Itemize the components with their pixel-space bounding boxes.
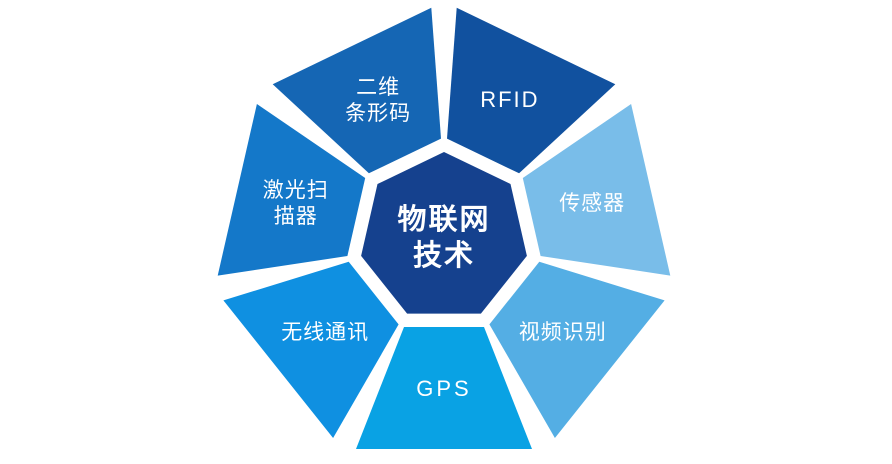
segment-传感器 [522, 104, 671, 276]
segment-label-传感器: 传感器 [559, 192, 625, 215]
segment-label-二维条形码: 条形码 [345, 102, 411, 125]
segment-label-激光扫描器: 激光扫 [263, 179, 329, 202]
segment-二维条形码 [272, 7, 441, 174]
segment-label-无线通讯: 无线通讯 [281, 321, 369, 344]
segment-激光扫描器 [217, 104, 366, 276]
segment-label-GPS: GPS [416, 376, 471, 401]
segment-视频识别 [489, 261, 665, 438]
center-heptagon [361, 152, 527, 314]
segment-无线通讯 [223, 261, 399, 438]
segment-GPS [356, 327, 532, 449]
segment-RFID [447, 7, 616, 174]
segment-label-RFID: RFID [480, 87, 539, 112]
center-title-line: 技术 [413, 239, 475, 272]
segment-label-激光扫描器: 描器 [274, 205, 318, 228]
center-title-line: 物联网 [397, 203, 490, 236]
segment-label-二维条形码: 二维 [356, 76, 400, 99]
segment-label-视频识别: 视频识别 [519, 321, 607, 344]
